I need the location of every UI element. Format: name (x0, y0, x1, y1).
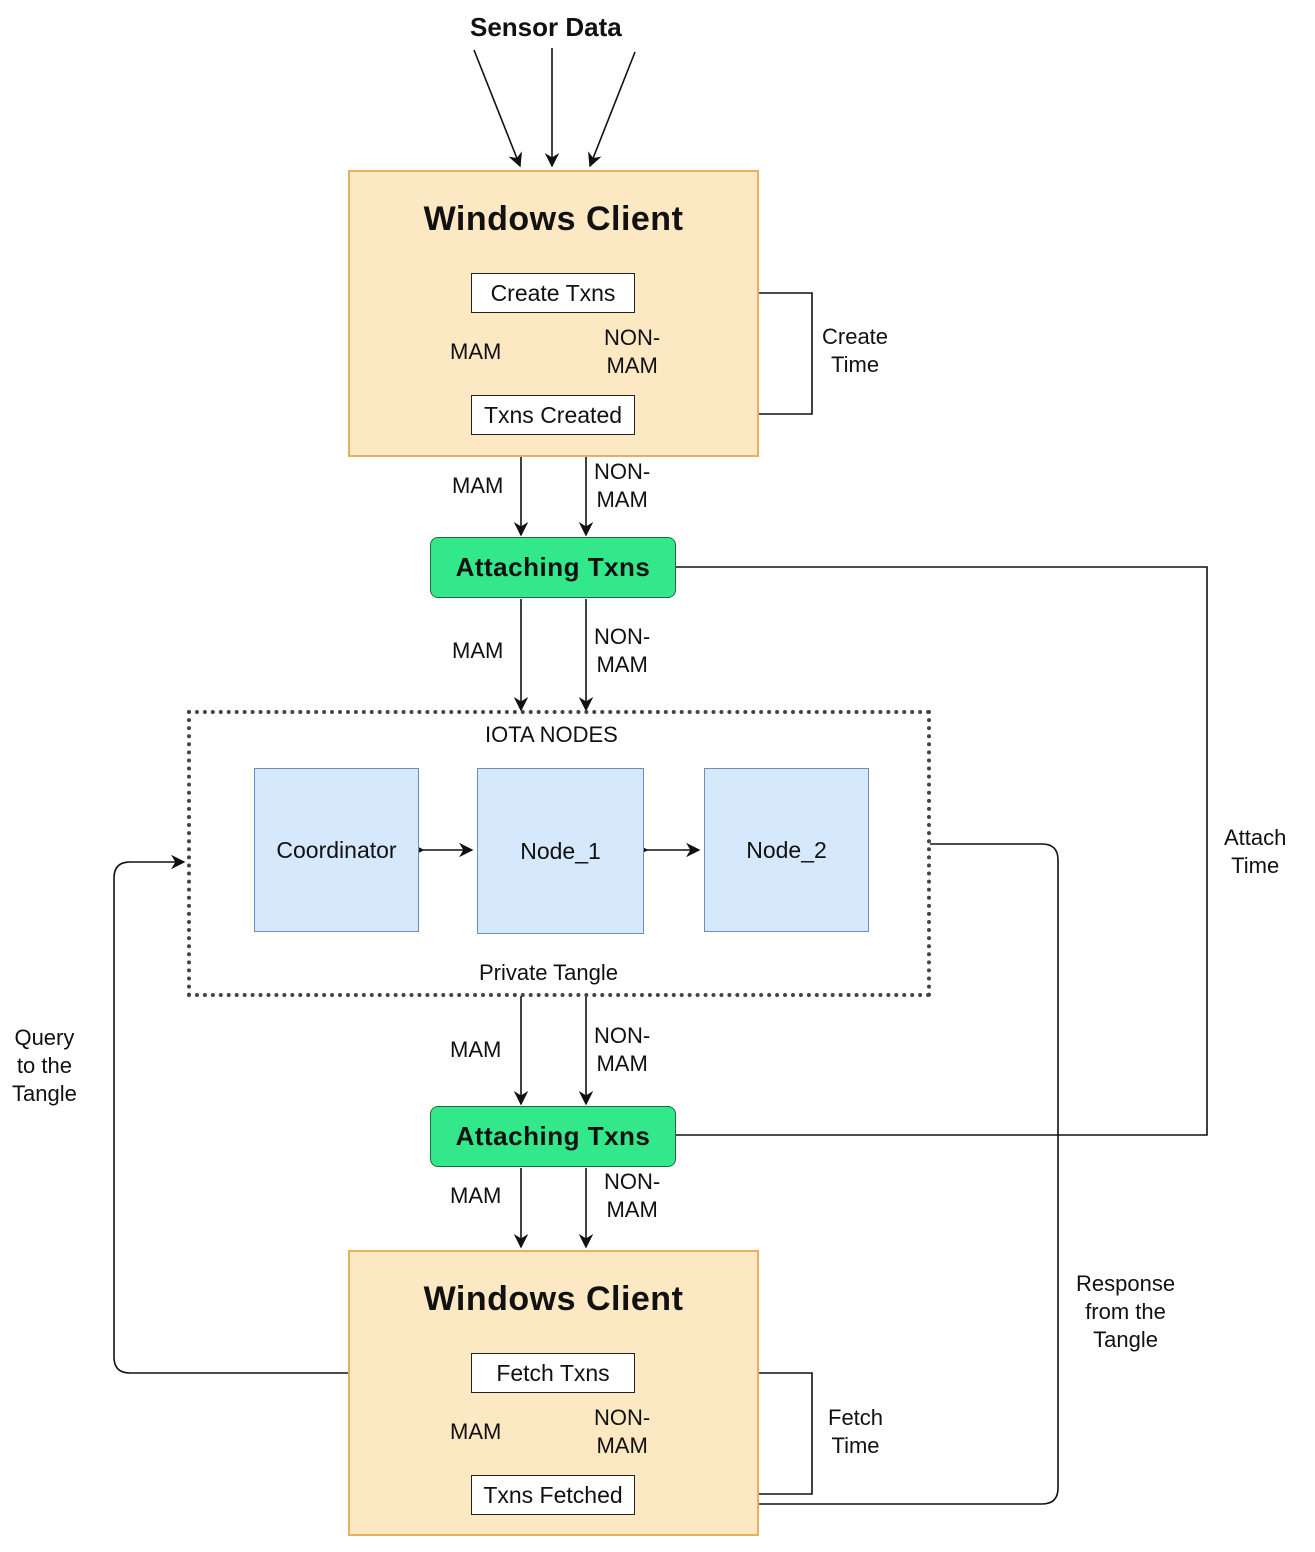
attach-bottom-mam-above: MAM (450, 1037, 502, 1062)
response-path (635, 843, 1059, 1512)
txns-fetched-box[interactable]: Txns Fetched (471, 1475, 635, 1515)
client-bottom-nonmam-label: NON-MAM (594, 1405, 651, 1458)
create-txns-box[interactable]: Create Txns (471, 273, 635, 313)
node-1[interactable]: Node_1 (477, 768, 644, 934)
fetch-txns-box[interactable]: Fetch Txns (471, 1353, 635, 1393)
attach-time-bracket (676, 566, 1208, 1136)
attach-top-mam-below: MAM (452, 638, 504, 663)
attach-bottom-nonmam-above: NON-MAM (594, 1023, 651, 1076)
attaching-txns-top[interactable]: Attaching Txns (430, 537, 676, 598)
client-bottom-mam-label: MAM (450, 1419, 502, 1444)
sensor-arrow-left (473, 49, 522, 168)
client-top-title: Windows Client (423, 200, 684, 238)
sensor-data-label: Sensor Data (470, 12, 622, 42)
node-2[interactable]: Node_2 (704, 768, 869, 932)
attach-top-mam-above: MAM (452, 473, 504, 498)
attach-top-nonmam-above: NON-MAM (594, 459, 651, 512)
attaching-txns-bottom[interactable]: Attaching Txns (430, 1106, 676, 1167)
query-path (113, 854, 471, 1374)
client-top-mam-label: MAM (450, 339, 502, 364)
private-tangle-label: Private Tangle (479, 960, 619, 985)
sensor-arrow-right (588, 51, 636, 168)
iota-nodes-frame (187, 710, 931, 997)
txns-created-box[interactable]: Txns Created (471, 395, 635, 435)
attach-bottom-nonmam-below: NON-MAM (604, 1169, 661, 1222)
coordinator-node[interactable]: Coordinator (254, 768, 419, 932)
client-bottom-title: Windows Client (423, 1280, 684, 1318)
attach-top-nonmam-below: NON-MAM (594, 624, 651, 677)
attach-bottom-mam-below: MAM (450, 1183, 502, 1208)
iota-nodes-heading: IOTA NODES (485, 722, 618, 747)
client-top-nonmam-label: NON-MAM (604, 325, 661, 378)
